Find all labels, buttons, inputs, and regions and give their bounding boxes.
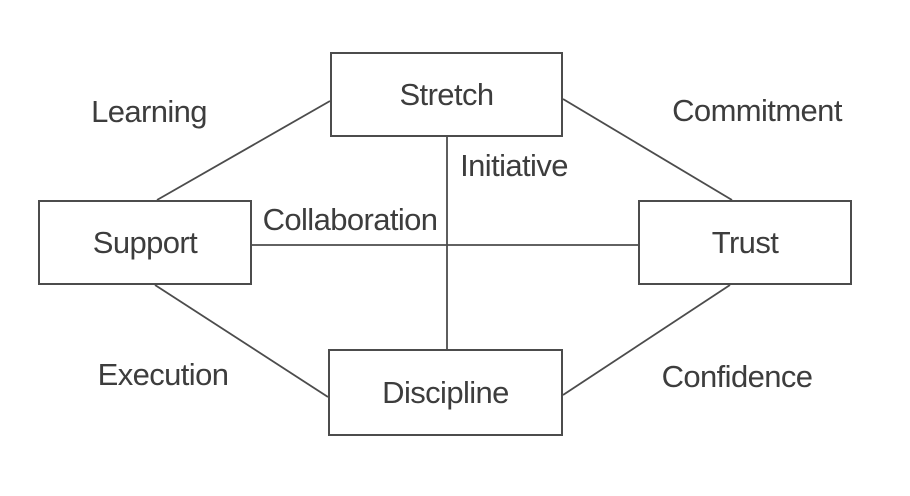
node-stretch-label: Stretch bbox=[399, 76, 494, 112]
node-support-label: Support bbox=[92, 224, 198, 260]
edge-stretch-trust-line bbox=[562, 98, 733, 201]
edge-label-collaboration: Collaboration bbox=[262, 202, 438, 237]
node-discipline-label: Discipline bbox=[382, 374, 509, 410]
edge-label-initiative: Initiative bbox=[460, 148, 568, 183]
edge-label-commitment: Commitment bbox=[672, 93, 842, 128]
edge-label-learning: Learning bbox=[91, 94, 207, 129]
node-trust: Trust bbox=[638, 200, 852, 285]
edge-label-confidence: Confidence bbox=[661, 359, 813, 394]
edge-support-discipline-line bbox=[154, 284, 329, 398]
node-trust-label: Trust bbox=[711, 224, 779, 260]
edge-discipline-trust-line bbox=[562, 284, 731, 396]
edge-support-stretch-line bbox=[156, 100, 331, 201]
node-discipline: Discipline bbox=[328, 349, 563, 436]
node-stretch: Stretch bbox=[330, 52, 563, 137]
edge-label-execution: Execution bbox=[97, 357, 229, 392]
node-support: Support bbox=[38, 200, 252, 285]
